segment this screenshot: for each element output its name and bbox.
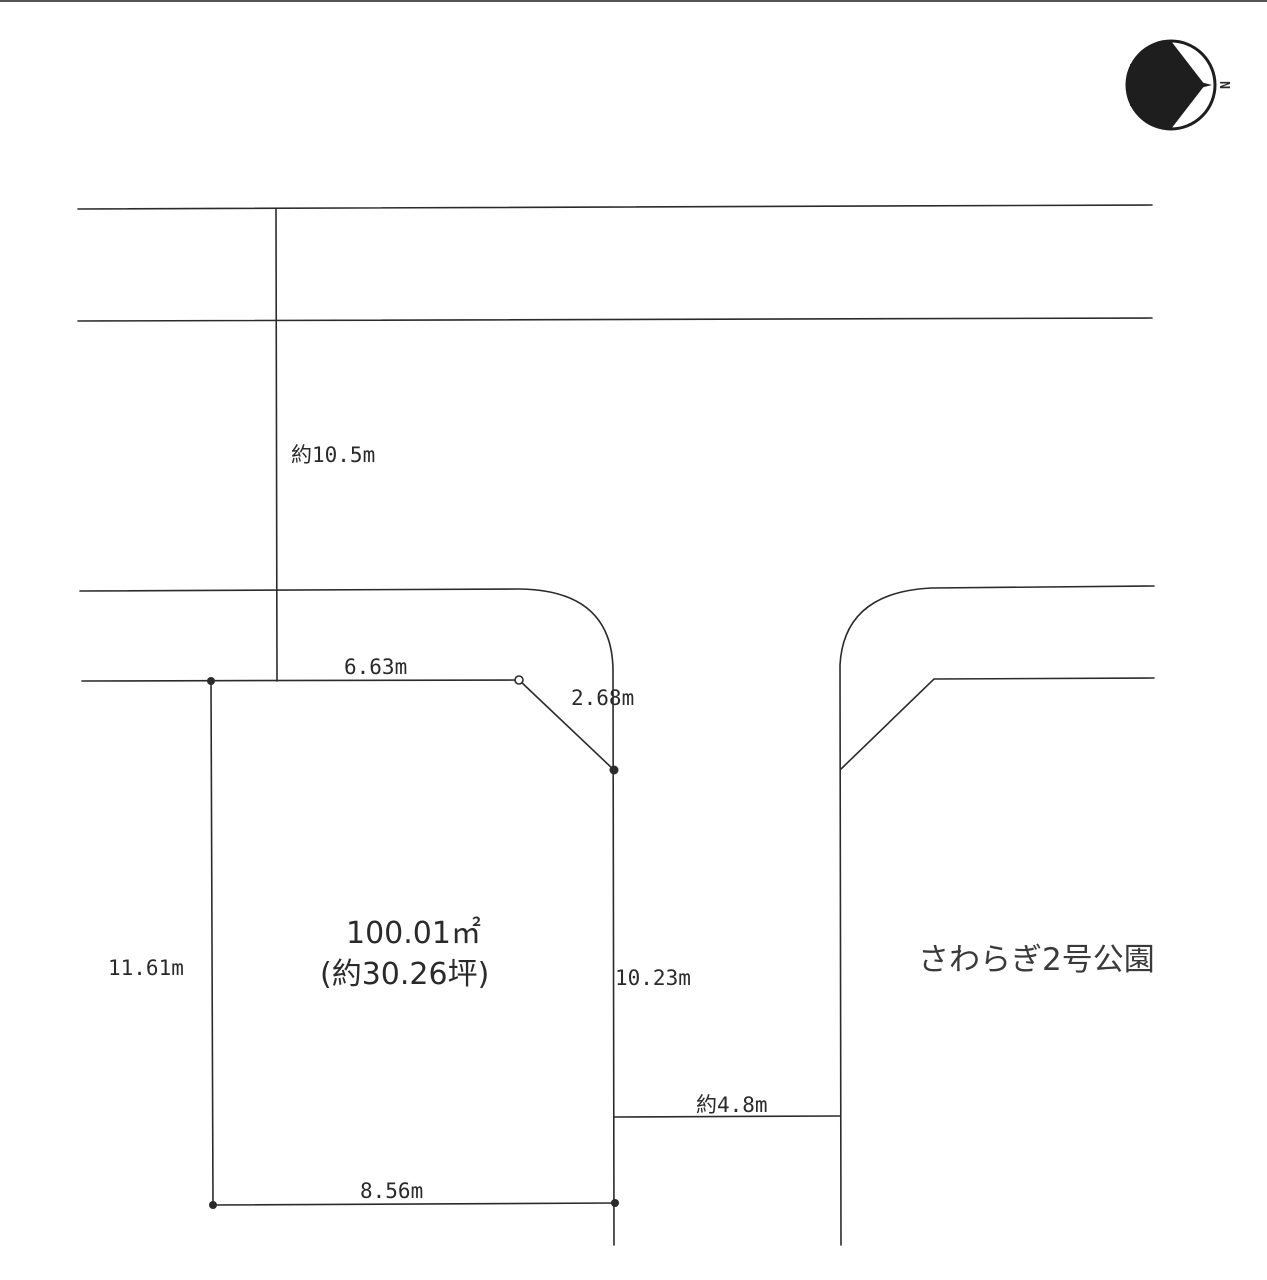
north-edge-length-label: 6.63m (344, 655, 407, 679)
east-edge-length-label: 10.23m (615, 966, 691, 990)
north-label: N (1216, 81, 1231, 89)
lot-corner-point-sw (209, 1201, 217, 1209)
road-upper-edge-south (77, 317, 1153, 322)
passage-width-dimension-line (613, 1115, 841, 1118)
lot-corner-cut (518, 679, 615, 771)
road-width-label: 約10.5m (291, 443, 375, 467)
road-width-dimension-line (275, 208, 278, 682)
passage-width-label: 約4.8m (696, 1093, 768, 1117)
corner-cut-length-label: 2.68m (571, 686, 634, 710)
lot-corner-point-ne (514, 675, 524, 685)
park-corner-cut-line (840, 677, 1155, 770)
lot-area-sqm-label: 100.01㎡ (346, 916, 481, 951)
lot-corner-point-se (611, 1199, 619, 1207)
lot-north-road-line (81, 679, 520, 682)
lot-corner-point-nw (207, 677, 215, 685)
lot-south-edge (212, 1202, 616, 1206)
road-lower-edge-east (839, 585, 1155, 1246)
lot-west-edge (210, 680, 214, 1206)
north-arrow-icon: N (1125, 39, 1231, 131)
road-upper-edge-north (77, 204, 1153, 210)
lot-area-tsubo-label: (約30.26坪) (320, 957, 489, 992)
lot-corner-point-e (609, 765, 619, 775)
south-edge-length-label: 8.56m (360, 1179, 423, 1203)
park-name-label: さわらぎ2号公園 (918, 942, 1155, 978)
lot-boundary (207, 675, 619, 1209)
west-edge-length-label: 11.61m (108, 956, 184, 980)
road-lower-edge-west (79, 588, 615, 1246)
